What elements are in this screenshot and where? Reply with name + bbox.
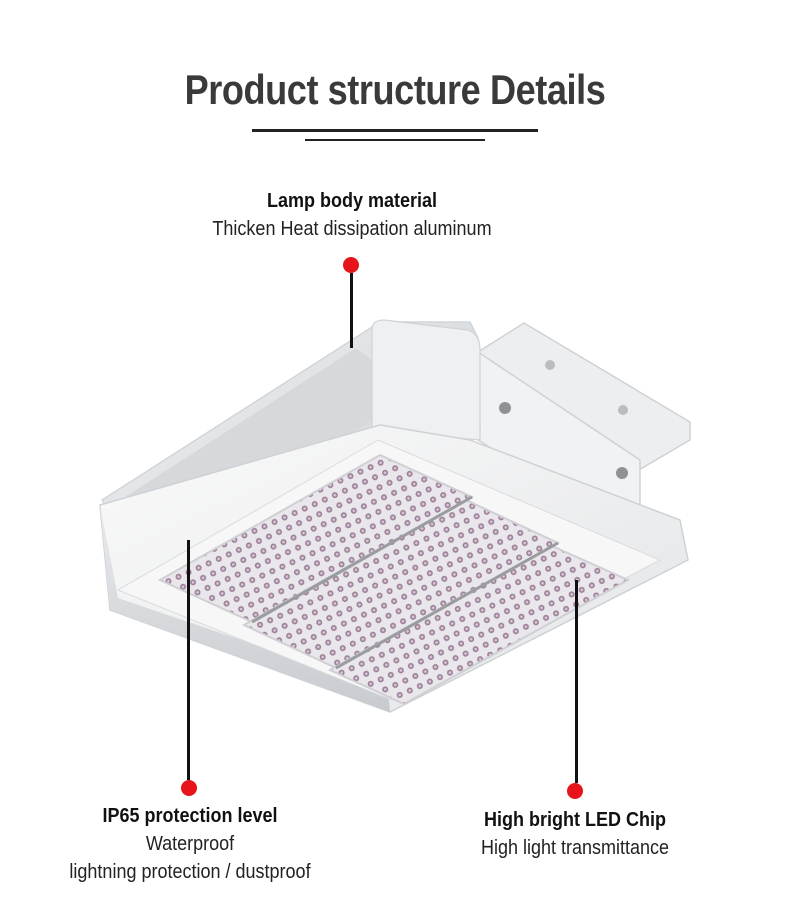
marker-led-chip xyxy=(567,783,583,799)
callout-led-chip: High bright LED Chip High light transmit… xyxy=(430,806,720,862)
callout-heading: Lamp body material xyxy=(266,190,438,212)
led-modules xyxy=(157,453,631,706)
callout-protection: IP65 protection level Waterproof lightni… xyxy=(20,802,360,886)
title-underline-short xyxy=(305,139,485,141)
page-title: Product structure Details xyxy=(184,66,606,113)
callout-heading: IP65 protection level xyxy=(102,805,278,827)
callout-heading: High bright LED Chip xyxy=(484,809,666,831)
leader-protection xyxy=(187,540,190,780)
marker-lamp-body xyxy=(343,257,359,273)
callout-line: High light transmittance xyxy=(480,837,670,859)
callout-line: lightning protection / dustproof xyxy=(69,861,311,883)
callout-line: Thicken Heat dissipation aluminum xyxy=(212,218,492,240)
marker-protection xyxy=(181,780,197,796)
callout-line: Waterproof xyxy=(145,833,235,855)
leader-lamp-body xyxy=(350,273,353,348)
title-underline-long xyxy=(252,129,538,132)
callout-lamp-body: Lamp body material Thicken Heat dissipat… xyxy=(150,187,554,243)
leader-led-chip xyxy=(575,580,578,783)
